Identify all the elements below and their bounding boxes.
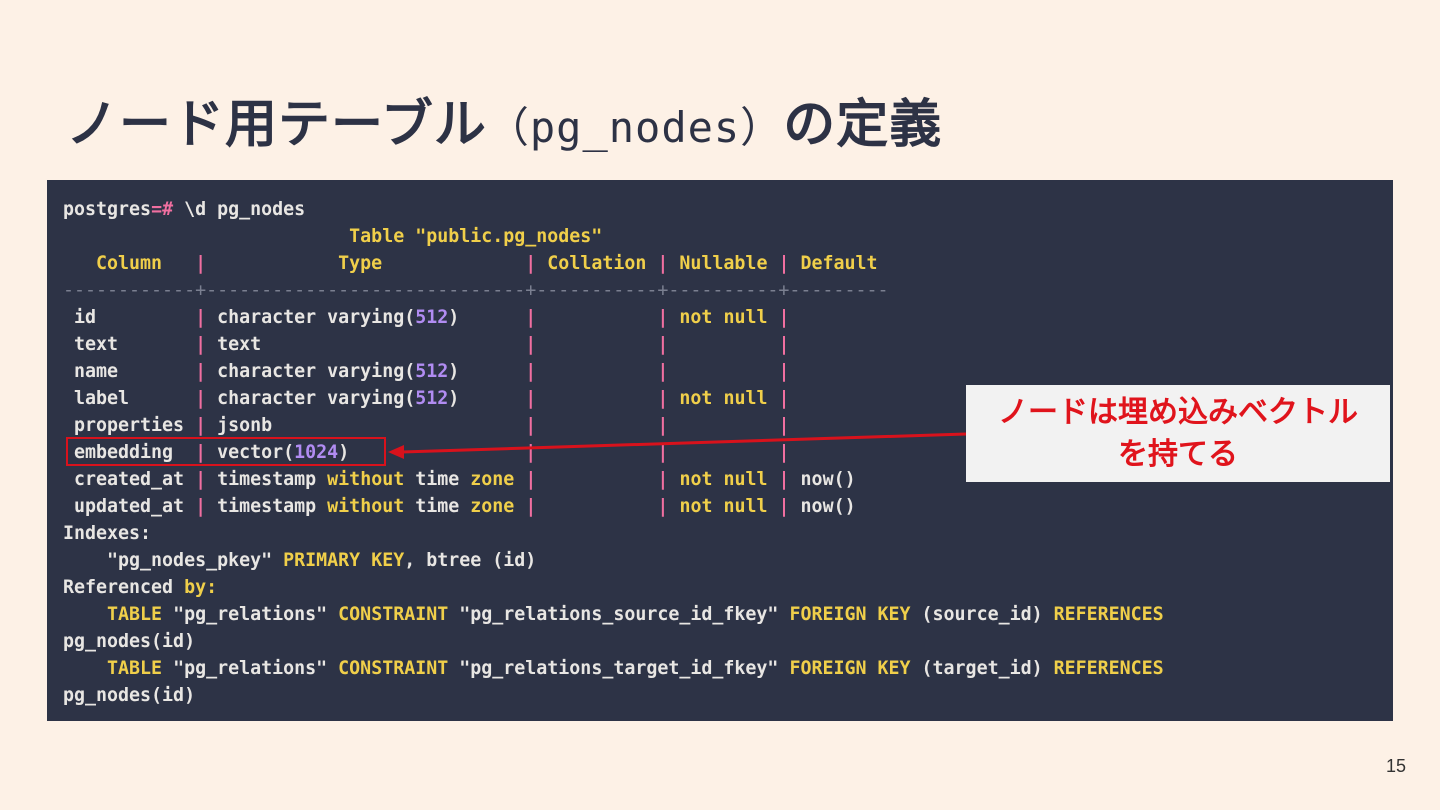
embedding-highlight-box (66, 437, 386, 466)
title-code: （pg_nodes） (486, 103, 784, 152)
psql-describe-output: postgres=# \d pg_nodes Table "public.pg_… (63, 199, 1164, 706)
slide-title: ノード用テーブル（pg_nodes）の定義 (66, 82, 942, 157)
title-suffix: の定義 (783, 95, 943, 155)
callout-text: ノードは埋め込みベクトル を持てる (998, 394, 1358, 472)
callout-box: ノードは埋め込みベクトル を持てる (966, 385, 1390, 482)
title-prefix: ノード用テーブル (66, 95, 487, 155)
page-number: 15 (1385, 756, 1406, 776)
